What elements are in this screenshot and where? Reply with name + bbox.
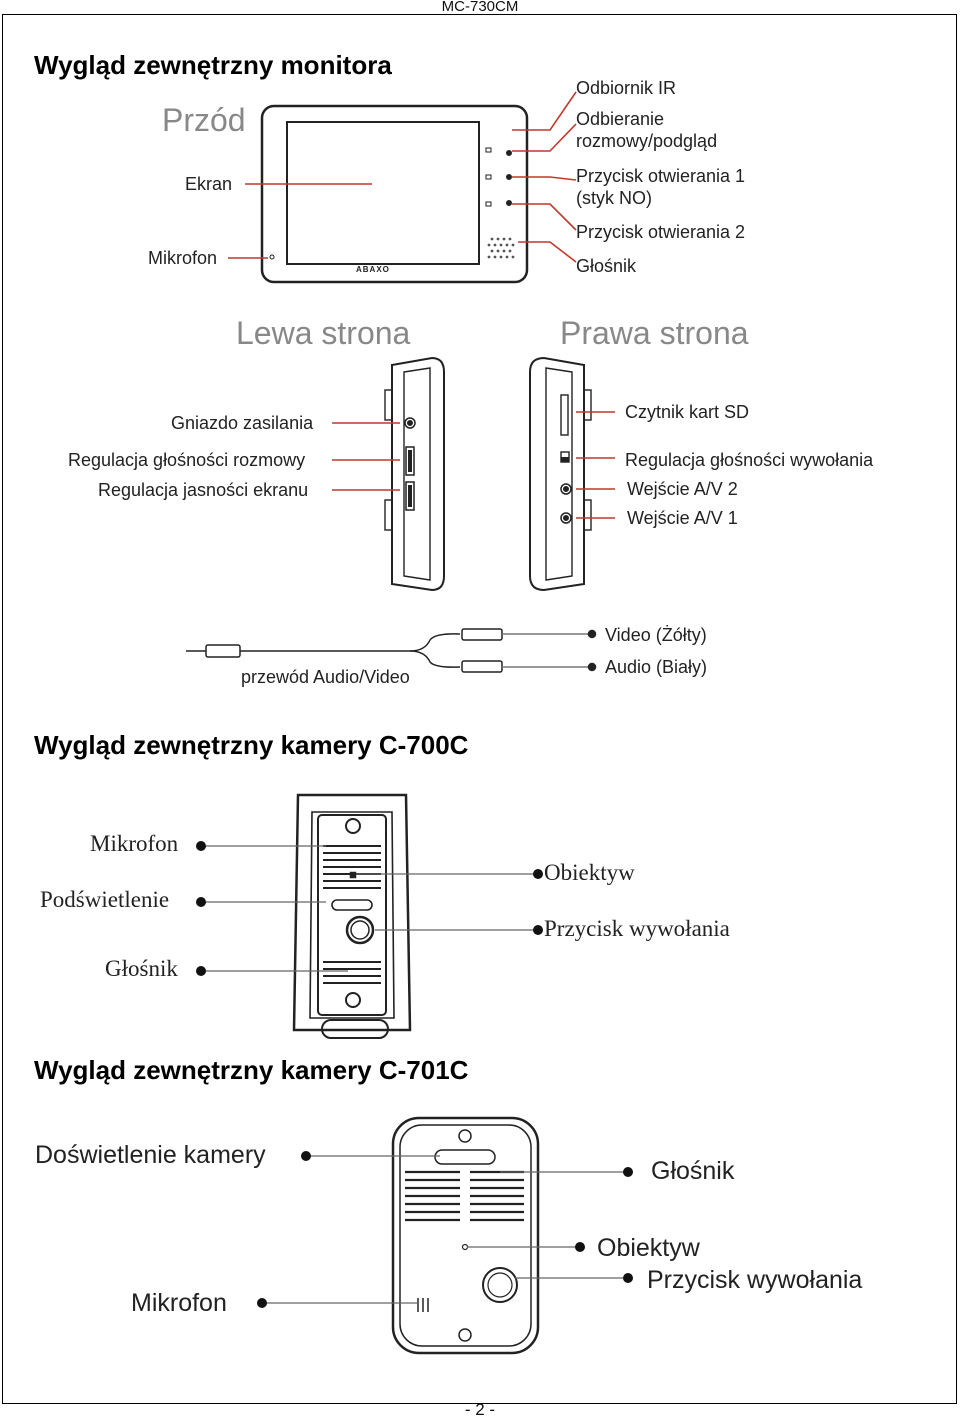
c700c-label-speaker: Głośnik — [105, 956, 178, 981]
camera-c700c-section-title: Wygląd zewnętrzny kamery C-700C — [34, 730, 469, 760]
right-side-heading: Prawa strona — [560, 315, 749, 351]
model-number: MC-730CM — [441, 0, 519, 15]
camera-c701c-leaders — [264, 1155, 626, 1304]
monitor-front-drawing — [260, 104, 529, 284]
label-unlock1-line1: Przycisk otwierania 1 — [576, 166, 746, 186]
c700c-label-call-button: Przycisk wywołania — [544, 916, 730, 941]
av-cable-drawing — [186, 628, 597, 673]
c701c-label-microphone: Mikrofon — [131, 1289, 227, 1317]
label-screen: Ekran — [185, 174, 233, 194]
label-power-socket: Gniazdo zasilania — [171, 413, 314, 433]
camera-c701c-dots — [257, 1151, 633, 1308]
label-answer-line1: Odbieranie — [576, 109, 665, 129]
camera-c700c-dots — [196, 841, 543, 976]
label-av1: Wejście A/V 1 — [627, 508, 738, 528]
label-unlock1-line2: (styk NO) — [576, 188, 652, 208]
camera-c700c-leaders — [203, 845, 537, 972]
label-talk-volume: Regulacja głośności rozmowy — [68, 450, 306, 470]
c701c-label-speaker: Głośnik — [651, 1157, 735, 1185]
label-av2: Wejście A/V 2 — [627, 479, 738, 499]
camera-c701c-section-title: Wygląd zewnętrzny kamery C-701C — [34, 1055, 469, 1085]
left-side-heading: Lewa strona — [236, 315, 411, 351]
label-ring-volume: Regulacja głośności wywołania — [625, 450, 874, 470]
c701c-label-call-button: Przycisk wywołania — [647, 1266, 863, 1294]
label-answer-line2: rozmowy/podgląd — [576, 131, 718, 151]
front-heading: Przód — [162, 102, 246, 138]
label-speaker: Głośnik — [576, 256, 637, 276]
c700c-label-microphone: Mikrofon — [90, 831, 179, 856]
label-sd-reader: Czytnik kart SD — [625, 402, 750, 422]
c701c-label-lens: Obiektyw — [597, 1234, 700, 1262]
label-video-yellow: Video (Żółty) — [605, 625, 707, 645]
label-microphone: Mikrofon — [148, 248, 218, 268]
label-brightness: Regulacja jasności ekranu — [98, 480, 309, 500]
brand-logo: ABAXO — [356, 265, 390, 274]
c700c-label-lens: Obiektyw — [544, 860, 635, 885]
monitor-section-title: Wygląd zewnętrzny monitora — [34, 50, 392, 80]
camera-c700c-drawing — [292, 793, 412, 1039]
label-ir-receiver: Odbiornik IR — [576, 78, 677, 98]
label-audio-white: Audio (Biały) — [605, 657, 708, 677]
label-av-cable: przewód Audio/Video — [241, 667, 410, 687]
monitor-side-leaders — [332, 411, 615, 519]
monitor-right-side-drawing — [529, 356, 592, 592]
label-unlock2: Przycisk otwierania 2 — [576, 222, 746, 242]
camera-c701c-drawing — [391, 1116, 540, 1355]
c700c-label-backlight: Podświetlenie — [40, 887, 170, 912]
page-number: - 2 - — [464, 1400, 496, 1419]
monitor-left-side-drawing — [384, 356, 445, 592]
page-frame — [2, 14, 957, 1404]
c701c-label-illumination: Doświetlenie kamery — [35, 1141, 266, 1169]
monitor-front-leaders — [228, 91, 577, 263]
